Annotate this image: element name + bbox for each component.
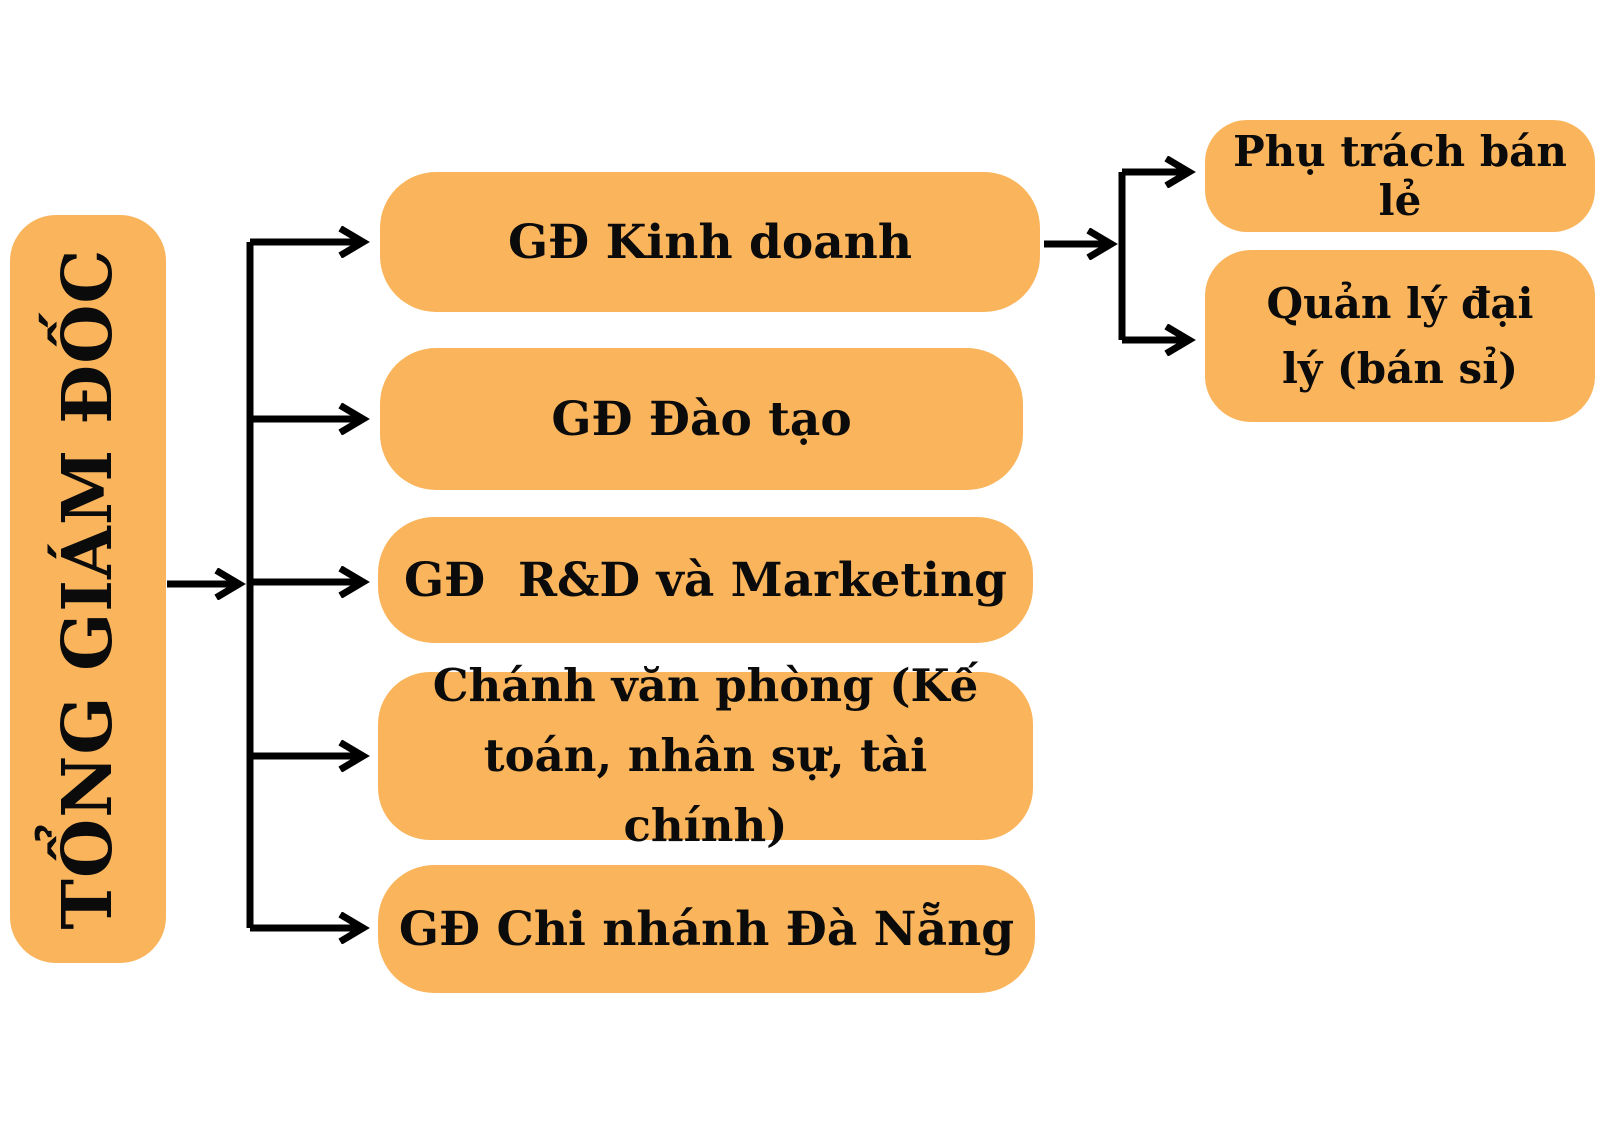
node-gd-kinh-doanh: GĐ Kinh doanh [380,172,1040,312]
node-gd-chi-nhanh-da-nang: GĐ Chi nhánh Đà Nẵng [378,865,1035,993]
node-chanh-van-phong-label: Chánh văn phòng (Kế toán, nhân sự, tài c… [432,659,979,852]
node-tong-giam-doc: TỔNG GIÁM ĐỐC [10,215,166,963]
node-gd-kinh-doanh-label: GĐ Kinh doanh [508,214,912,270]
node-gd-chi-nhanh-da-nang-label: GĐ Chi nhánh Đà Nẵng [398,901,1015,957]
node-quan-ly-dai-ly-label: Quản lý đại lý (bán sỉ) [1266,278,1534,393]
node-tong-giam-doc-label: TỔNG GIÁM ĐỐC [48,248,128,930]
node-gd-rd-marketing-label: GĐ R&D và Marketing [404,552,1007,608]
node-gd-dao-tao: GĐ Đào tạo [380,348,1023,490]
node-gd-rd-marketing: GĐ R&D và Marketing [378,517,1033,643]
node-quan-ly-dai-ly: Quản lý đại lý (bán sỉ) [1205,250,1595,422]
node-phu-trach-ban-le-label: Phụ trách bán lẻ [1233,127,1567,225]
node-chanh-van-phong: Chánh văn phòng (Kế toán, nhân sự, tài c… [378,659,1033,852]
node-gd-dao-tao-label: GĐ Đào tạo [551,391,852,447]
node-phu-trach-ban-le: Phụ trách bán lẻ [1205,120,1595,232]
